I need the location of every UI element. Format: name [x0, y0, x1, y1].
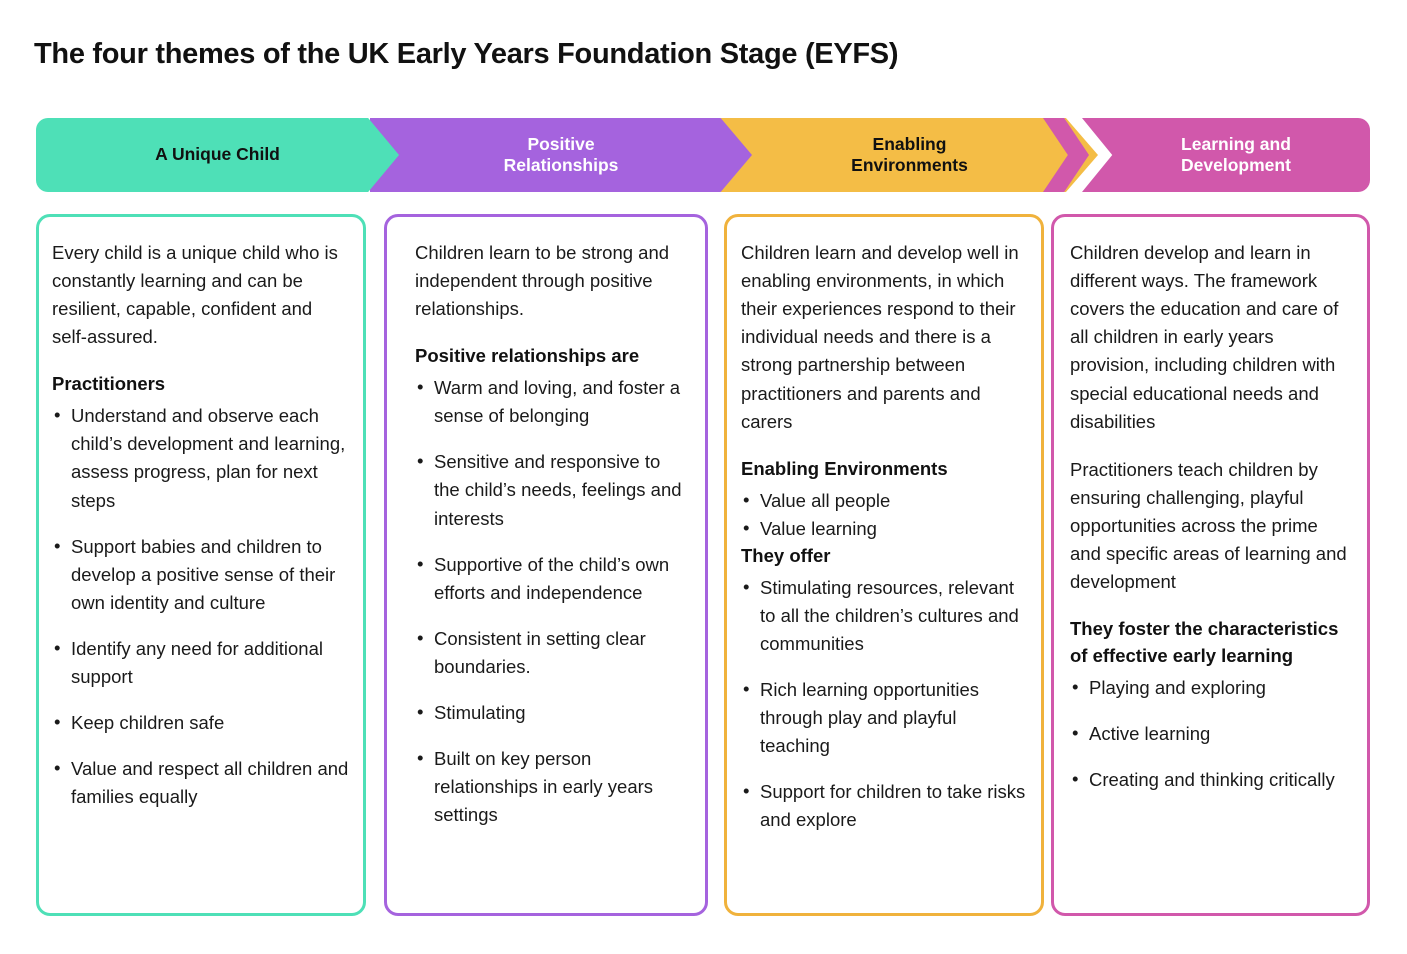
card-intro: Every child is a unique child who is con…: [52, 242, 338, 348]
page-title: The four themes of the UK Early Years Fo…: [34, 38, 899, 70]
list-item: Value learning: [741, 514, 1027, 543]
list-item: Support for children to take risks and e…: [741, 777, 1027, 834]
list-item: Active learning: [1070, 719, 1353, 748]
list-item: Keep children safe: [52, 708, 349, 737]
card-intro: Children develop and learn in different …: [1070, 242, 1339, 432]
list-item: Support babies and children to develop a…: [52, 532, 349, 617]
banner-arrow-label-line2: Relationships: [503, 155, 619, 175]
card-section-heading: They offer: [741, 544, 831, 566]
banner-arrow-label-line1: Learning and: [1181, 133, 1291, 154]
card-intro: Children learn and develop well in enabl…: [741, 242, 1019, 432]
list-item: Consistent in setting clear boundaries.: [415, 624, 691, 681]
banner-arrow-a-unique-child[interactable]: A Unique Child: [36, 118, 399, 192]
card-section-heading: Practitioners: [52, 373, 166, 395]
card-learning-and-development: Children develop and learn in different …: [1051, 214, 1370, 916]
card-section-heading: They foster the characteristics of effec…: [1070, 618, 1339, 667]
banner-arrow-enabling-environments[interactable]: Enabling Environments: [721, 118, 1098, 192]
card-section-heading: Positive relationships are: [415, 345, 640, 367]
list-item: Supportive of the child’s own efforts an…: [415, 550, 691, 607]
card-bullet-list: Playing and exploring Active learning Cr…: [1070, 673, 1353, 794]
card-enabling-environments: Children learn and develop well in enabl…: [724, 214, 1044, 916]
list-item: Stimulating resources, relevant to all t…: [741, 573, 1027, 658]
list-item: Warm and loving, and foster a sense of b…: [415, 373, 691, 430]
banner-arrow-label-line2: Development: [1181, 155, 1291, 175]
banner-arrow-positive-relationships[interactable]: Positive Relationships: [370, 118, 752, 192]
card-bullet-list: Value all people Value learning: [741, 486, 1027, 543]
list-item: Playing and exploring: [1070, 673, 1353, 702]
card-bullet-list: Warm and loving, and foster a sense of b…: [415, 373, 691, 829]
theme-banner: A Unique Child Positive Relationships En…: [36, 118, 1370, 192]
list-item: Rich learning opportunities through play…: [741, 675, 1027, 760]
banner-arrow-label: A Unique Child: [155, 144, 280, 165]
list-item: Built on key person relationships in ear…: [415, 744, 691, 829]
banner-arrow-label: Positive Relationships: [504, 134, 619, 177]
card-positive-relationships: Children learn to be strong and independ…: [384, 214, 708, 916]
card-intro: Children learn to be strong and independ…: [415, 242, 670, 320]
list-item: Sensitive and responsive to the child’s …: [415, 447, 691, 532]
list-item: Understand and observe each child’s deve…: [52, 401, 349, 514]
list-item: Identify any need for additional support: [52, 634, 349, 691]
list-item: Value and respect all children and famil…: [52, 754, 349, 811]
banner-arrow-label-line1: Enabling: [872, 133, 947, 154]
list-item: Stimulating: [415, 698, 691, 727]
banner-arrow-label-line1: Positive: [527, 133, 595, 154]
banner-arrow-learning-and-development[interactable]: Learning and Development: [1082, 118, 1370, 192]
list-item: Creating and thinking critically: [1070, 765, 1353, 794]
banner-arrow-label: Enabling Environments: [851, 134, 968, 177]
card-intro-secondary: Practitioners teach children by ensuring…: [1070, 458, 1347, 593]
card-a-unique-child: Every child is a unique child who is con…: [36, 214, 366, 916]
card-bullet-list: Stimulating resources, relevant to all t…: [741, 573, 1027, 835]
theme-cards: Every child is a unique child who is con…: [36, 214, 1370, 916]
card-section-heading: Enabling Environments: [741, 457, 948, 479]
list-item: Value all people: [741, 486, 1027, 515]
banner-arrow-label-line2: Environments: [851, 155, 968, 175]
banner-arrow-label: Learning and Development: [1161, 134, 1291, 177]
card-bullet-list: Understand and observe each child’s deve…: [52, 401, 349, 811]
